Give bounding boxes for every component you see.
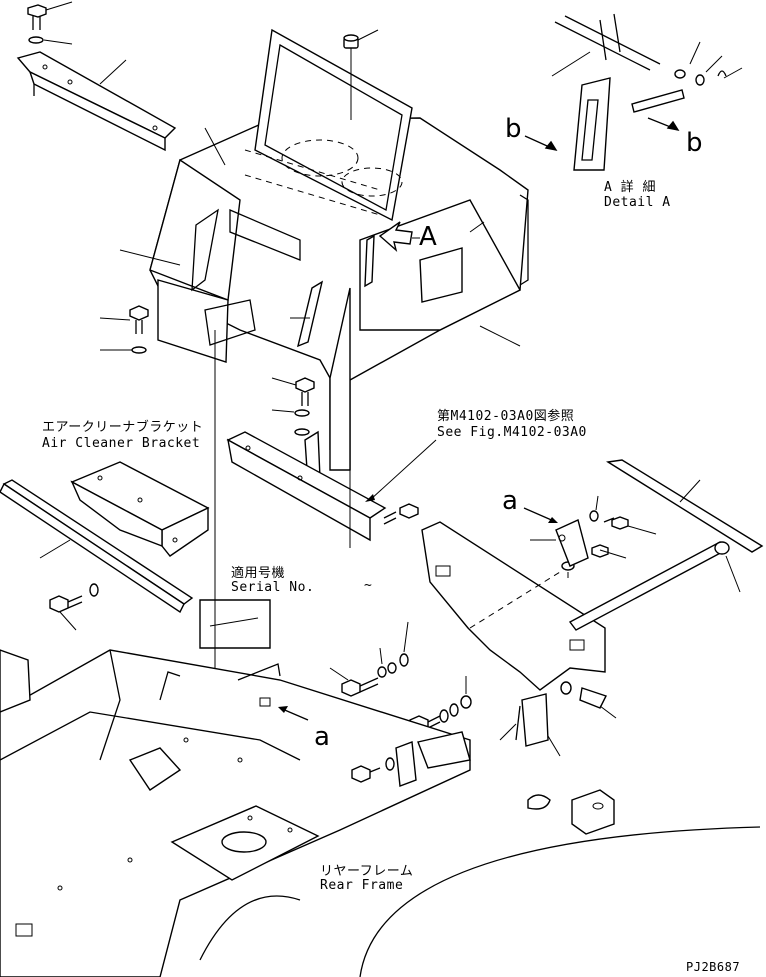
filler-cap [343, 29, 379, 120]
right-side-plate [421, 521, 606, 691]
bolt-top-left [27, 1, 73, 45]
arrow-a-lower-label: a [314, 722, 331, 752]
left-angle-rail [0, 479, 194, 614]
rear-frame-label-jp: リヤーフレーム [320, 864, 414, 879]
view-a-label: A [419, 222, 438, 252]
serial-label-en: Serial No. [231, 580, 315, 595]
lower-front-rail [226, 431, 387, 542]
arrow-b-right-label: b [686, 128, 704, 158]
bolt-washer-lower-left [49, 583, 99, 631]
bolt-rail-right [383, 503, 419, 525]
view-a-arrow [378, 221, 420, 252]
detail-a-label-en: Detail A [604, 195, 671, 210]
reference-label-en: See Fig.M4102-03A0 [437, 425, 587, 440]
rear-frame [0, 649, 761, 977]
small-bracket-upper-right [530, 495, 657, 567]
air-cleaner-bracket [70, 461, 210, 557]
air-cleaner-bracket-label-en: Air Cleaner Bracket [42, 436, 201, 451]
air-cleaner-bracket-label-jp: エアークリーナブラケット [42, 420, 204, 435]
left-side-panel [119, 127, 301, 363]
serial-callout [199, 330, 351, 690]
detail-a-view [524, 13, 743, 171]
inspection-lid [244, 28, 413, 222]
seal-strips [290, 234, 375, 348]
clip-and-nut-lower-right [499, 681, 617, 757]
arrow-a-upper [523, 507, 558, 523]
hook-and-block [527, 789, 615, 835]
engine-hood-cover [149, 117, 529, 471]
reference-leaders [365, 221, 521, 502]
arrow-a-upper-label: a [502, 486, 519, 516]
arrow-a-lower [278, 706, 309, 721]
drawing-code: PJ2B687 [686, 960, 741, 974]
bolt-set-center-upper [329, 621, 409, 697]
reference-label-jp: 第M4102-03A0図参照 [437, 409, 575, 424]
front-bracket-rail [16, 51, 177, 152]
serial-label-jp: 適用号機 [231, 566, 286, 581]
bolt-washer-left [99, 305, 149, 354]
serial-range: ~ [364, 578, 373, 593]
detail-a-label-jp: A 詳 細 [604, 180, 656, 195]
right-stay-rod [561, 459, 764, 631]
rear-frame-bolt [351, 741, 417, 787]
arrow-b-left-label: b [505, 114, 523, 144]
rear-frame-label-en: Rear Frame [320, 878, 404, 893]
